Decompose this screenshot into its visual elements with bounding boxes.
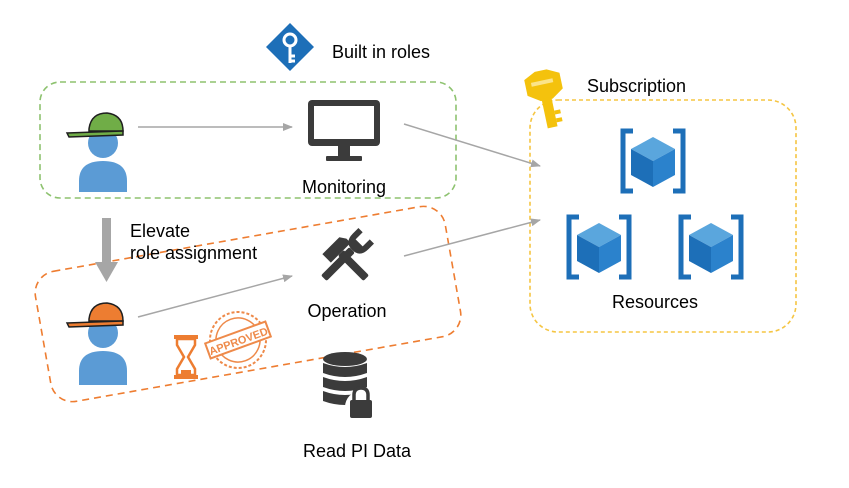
subscription-group xyxy=(529,99,797,333)
hourglass-icon xyxy=(174,335,198,379)
user-to-operation-arrow xyxy=(137,274,293,318)
elevate-arrow xyxy=(95,218,118,282)
monitoring-to-subscription-arrow xyxy=(403,123,541,168)
tools-icon xyxy=(321,228,374,281)
built-in-roles-label: Built in roles xyxy=(332,42,431,62)
locked-database-icon xyxy=(323,352,377,423)
monitor-icon xyxy=(308,100,380,161)
read-pi-data-label: Read PI Data xyxy=(302,441,412,461)
subscription-label: Subscription xyxy=(587,76,687,96)
elevate-label-line1: Elevate xyxy=(130,221,191,241)
green-user-icon xyxy=(65,112,127,192)
elevated-role-group xyxy=(34,205,462,403)
operation-label: Operation xyxy=(307,301,387,321)
resources-label: Resources xyxy=(611,292,699,312)
key-diamond-icon xyxy=(266,23,314,71)
cube-icon xyxy=(681,217,741,277)
key-icon xyxy=(524,69,563,129)
operation-to-subscription-arrow xyxy=(403,218,541,257)
cube-icon xyxy=(623,131,683,191)
orange-user-icon xyxy=(65,302,127,385)
elevate-label-line2: role assignment xyxy=(130,243,258,263)
approved-stamp-icon: APPROVED xyxy=(203,311,273,369)
monitoring-label: Monitoring xyxy=(301,177,387,197)
cube-icon xyxy=(569,217,629,277)
